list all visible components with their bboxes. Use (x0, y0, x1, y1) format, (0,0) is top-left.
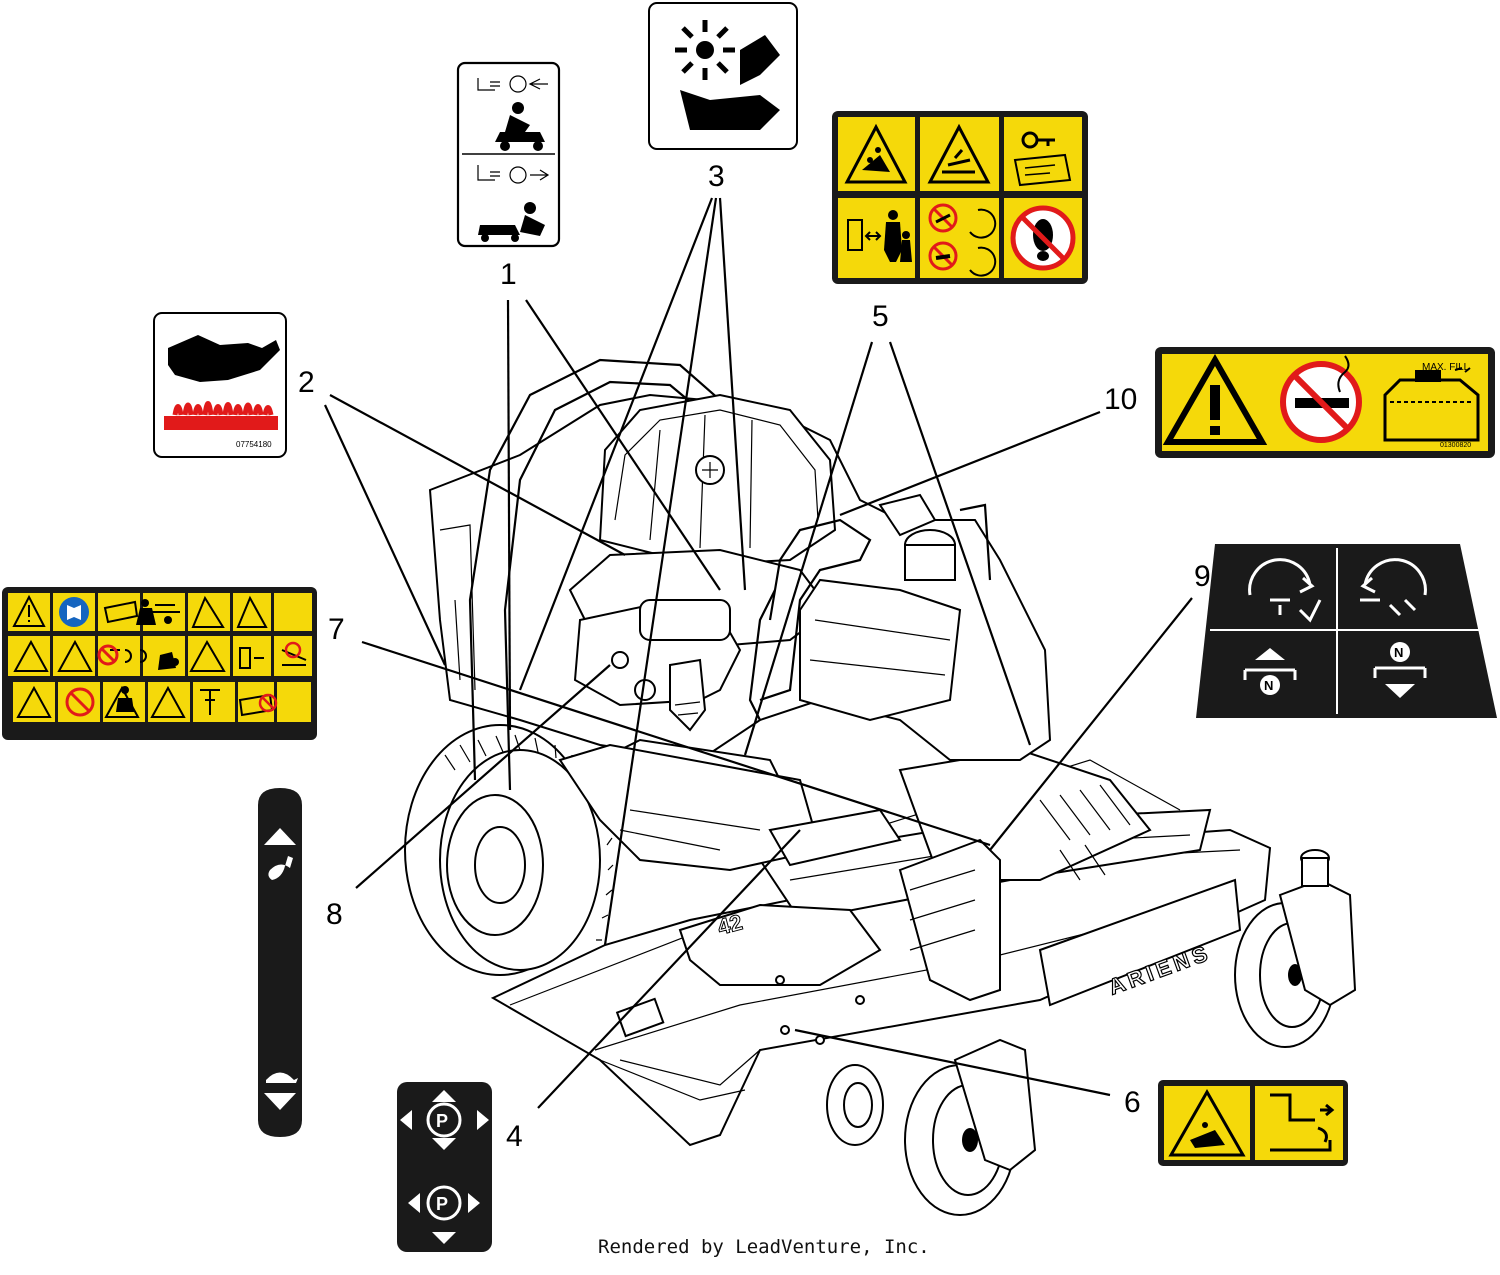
rotating-shaft-hand-icon (675, 20, 780, 130)
warning-triangle-icon (1162, 353, 1268, 445)
callout-9: 9 (1194, 560, 1211, 593)
leader-lines (324, 197, 1193, 1109)
operator-seated-icon (495, 102, 545, 151)
decal-8-throttle (258, 788, 302, 1137)
svg-text:P: P (436, 1111, 448, 1131)
decal-4-parking-brake: P P (397, 1082, 492, 1252)
brake-engaged-icon: P (400, 1090, 489, 1150)
remove-key-manual-icon (1013, 131, 1072, 187)
blade-hazard-icon (927, 123, 991, 184)
operator-leaving-icon (478, 202, 545, 242)
decal-6-deck-hazard (1158, 1080, 1348, 1166)
decal-1-operator-presence (456, 61, 561, 248)
throttle-up-arrow-icon (264, 828, 296, 845)
callout-5: 5 (872, 300, 889, 333)
keep-bystanders-away-icon (847, 210, 912, 262)
decal-10-fuel: MAX. FILL 01300820 (1155, 347, 1495, 458)
fuel-tank-max-fill-icon (1383, 367, 1480, 442)
deck-guard-icon (1270, 1093, 1335, 1152)
no-riders-icons (65, 641, 302, 717)
turn-left-arrow-icon (1360, 558, 1427, 617)
switch-open-icon (477, 165, 550, 184)
callout-7: 7 (328, 613, 345, 646)
callout-4: 4 (506, 1120, 523, 1153)
foot-blade-hazard-icon (1168, 1088, 1246, 1157)
decal-7-safety-strip (2, 587, 317, 740)
rabbit-fast-icon (268, 856, 293, 880)
svg-text:N: N (1264, 678, 1273, 693)
thrown-objects-icon (844, 123, 908, 184)
fuel-part-number: 01300820 (1440, 442, 1471, 449)
turtle-slow-icon (266, 1072, 298, 1083)
heat-part-number: 07754180 (236, 440, 272, 449)
callout-1: 1 (500, 258, 517, 291)
read-manual-icon (59, 597, 89, 627)
no-step-icon (1010, 205, 1076, 271)
decal-9-motion-control: N N (1196, 544, 1497, 718)
no-smoking-icon (1280, 355, 1362, 443)
heat-flames-icon (164, 401, 278, 430)
decal-3-entanglement (648, 2, 798, 150)
mower-illustration: ARIENS (404, 358, 1357, 1216)
decal-2-hot-surface (153, 312, 287, 458)
svg-text:N: N (1394, 645, 1403, 660)
brake-released-icon: P (408, 1185, 480, 1244)
no-reverse-mowing-icon (928, 203, 997, 277)
switch-closed-icon (477, 75, 548, 93)
neutral-reverse-icon: N (1373, 642, 1427, 698)
hand-icon (168, 335, 280, 382)
callout-3: 3 (708, 160, 725, 193)
svg-text:P: P (436, 1194, 448, 1214)
max-fill-text: MAX. FILL (1422, 362, 1470, 373)
decal-5-safety-warnings (832, 111, 1088, 284)
turn-right-arrow-icon (1248, 558, 1322, 623)
callout-8: 8 (326, 898, 343, 931)
callout-6: 6 (1124, 1086, 1141, 1119)
callout-10: 10 (1104, 383, 1138, 416)
footer-credit: Rendered by LeadVenture, Inc. (598, 1236, 930, 1258)
neutral-forward-icon: N (1243, 648, 1297, 695)
callout-2: 2 (298, 366, 315, 399)
throttle-down-arrow-icon (264, 1093, 296, 1110)
